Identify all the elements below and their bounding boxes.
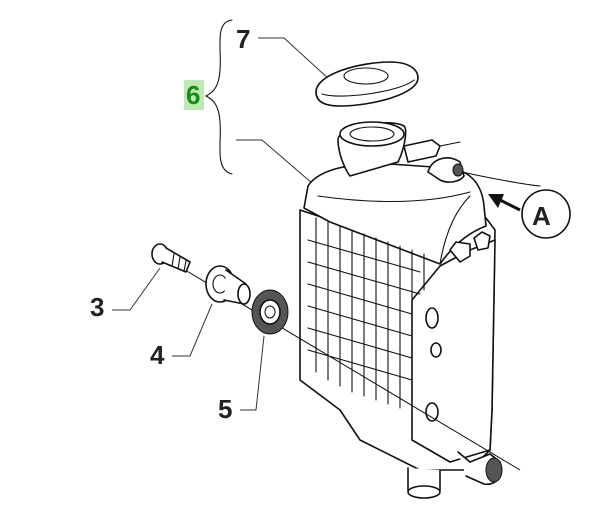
leader-4 xyxy=(172,303,213,357)
callout-5: 5 xyxy=(218,394,232,424)
callout-4: 4 xyxy=(150,340,165,370)
callout-7: 7 xyxy=(236,24,250,54)
radiator-body xyxy=(299,162,503,499)
washer xyxy=(205,265,251,305)
leader-3 xyxy=(112,267,161,311)
radiator-core-fins xyxy=(307,217,425,409)
assembly-brace xyxy=(204,19,233,175)
radiator-cap xyxy=(315,61,419,107)
callout-6: 6 xyxy=(186,80,200,110)
leader-5 xyxy=(240,335,265,411)
leader-6 xyxy=(236,139,321,191)
callout-3: 3 xyxy=(90,292,104,322)
overflow-fittings xyxy=(403,139,541,187)
assembly-highlight xyxy=(184,80,204,110)
leader-7 xyxy=(258,37,331,81)
grommet xyxy=(251,289,289,335)
filler-neck xyxy=(337,121,407,177)
detail-arrow xyxy=(499,198,521,212)
svg-text:A: A xyxy=(532,201,551,231)
detail-marker-a: A xyxy=(488,189,571,239)
bolt xyxy=(151,243,191,273)
